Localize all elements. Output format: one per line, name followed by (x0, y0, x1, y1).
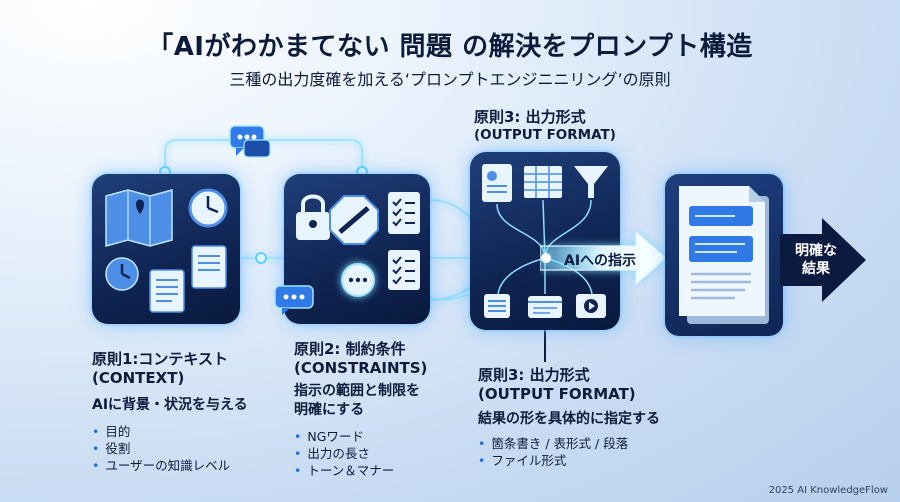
list-item: NGワード (294, 428, 474, 445)
list-item: 役割 (92, 440, 282, 457)
principle1-heading: 原則1:コンテキスト (92, 350, 228, 368)
stop-sign-icon (329, 195, 379, 245)
list-clipboard-icon (388, 250, 420, 290)
principle1-section: 原則1:コンテキスト (CONTEXT) AIに背景・状況を与える 目的 役割 … (92, 350, 282, 474)
chat-icon (341, 263, 375, 297)
principle3-section: 原則3: 出力形式 (OUTPUT FORMAT) 結果の形を具体的に指定する … (478, 366, 738, 469)
result-label-line1: 明確な (795, 243, 837, 259)
principle3-list: 箇条書き / 表形式 / 段落 ファイル形式 (478, 435, 738, 469)
map-icon (105, 189, 173, 247)
report-document-icon (482, 164, 512, 202)
message-bubble-icon (272, 283, 318, 317)
output-format-card (470, 152, 620, 330)
page-title: 「AIがわかまてない 問題 の解決をプロンプト構造 (147, 32, 753, 62)
principle2-description-line1: 指示の範囲と制限を (294, 383, 420, 399)
result-label: 明確な 結果 (788, 242, 844, 278)
principle2-heading-en: (CONSTRAINTS) (294, 359, 428, 377)
media-window-icon (576, 294, 606, 318)
list-item: ユーザーの知識レベル (92, 457, 282, 474)
list-item: 目的 (92, 423, 282, 440)
chat-bubble-icon (226, 122, 274, 162)
list-item: トーン＆マナー (294, 462, 474, 479)
browser-window-icon (528, 296, 562, 318)
spreadsheet-icon (524, 166, 562, 198)
list-item: ファイル形式 (478, 452, 738, 469)
principle2-section: 原則2: 制約条件 (CONSTRAINTS) 指示の範囲と制限を 明確にする … (294, 340, 474, 479)
instruction-label: AIへの指示 (564, 253, 637, 269)
principle3-heading: 原則3: 出力形式 (478, 366, 590, 384)
page-subtitle: 三種の出力度確を加える‘プロンプトエンジニニリング’の原則 (229, 70, 671, 89)
principle1-list: 目的 役割 ユーザーの知識レベル (92, 423, 282, 474)
clock-icon (188, 188, 228, 228)
context-card (92, 174, 240, 324)
principle2-description-line2: 明確にする (294, 402, 365, 418)
principle1-description: AIに背景・状況を与える (92, 397, 248, 413)
result-arrow (780, 218, 868, 302)
principle1-heading-en: (CONTEXT) (92, 369, 185, 387)
lock-icon (296, 194, 330, 240)
checklist-icon (388, 192, 420, 234)
principle3-top-heading: 原則3: 出力形式 (474, 108, 586, 126)
footer-credit: 2025 AI KnowledgeFlow (768, 485, 888, 496)
principle3-description: 結果の形を具体的に指定する (478, 411, 660, 427)
list-item: 出力の長さ (294, 445, 474, 462)
result-document-card (665, 174, 783, 336)
instruction-arrow (539, 228, 668, 288)
result-document-icon (679, 186, 769, 324)
principle2-list: NGワード 出力の長さ トーン＆マナー (294, 428, 474, 479)
funnel-icon (574, 166, 608, 198)
principle3-top-label: 原則3: 出力形式 (OUTPUT FORMAT) (474, 108, 634, 143)
list-item: 箇条書き / 表形式 / 段落 (478, 435, 738, 452)
principle2-heading: 原則2: 制約条件 (294, 340, 406, 358)
document-stack-icon (149, 245, 227, 313)
principle3-heading-en: (OUTPUT FORMAT) (478, 385, 636, 403)
result-label-line2: 結果 (802, 261, 830, 277)
principle3-top-heading-en: (OUTPUT FORMAT) (474, 127, 616, 143)
list-window-icon (484, 294, 510, 318)
history-clock-icon (105, 257, 139, 291)
